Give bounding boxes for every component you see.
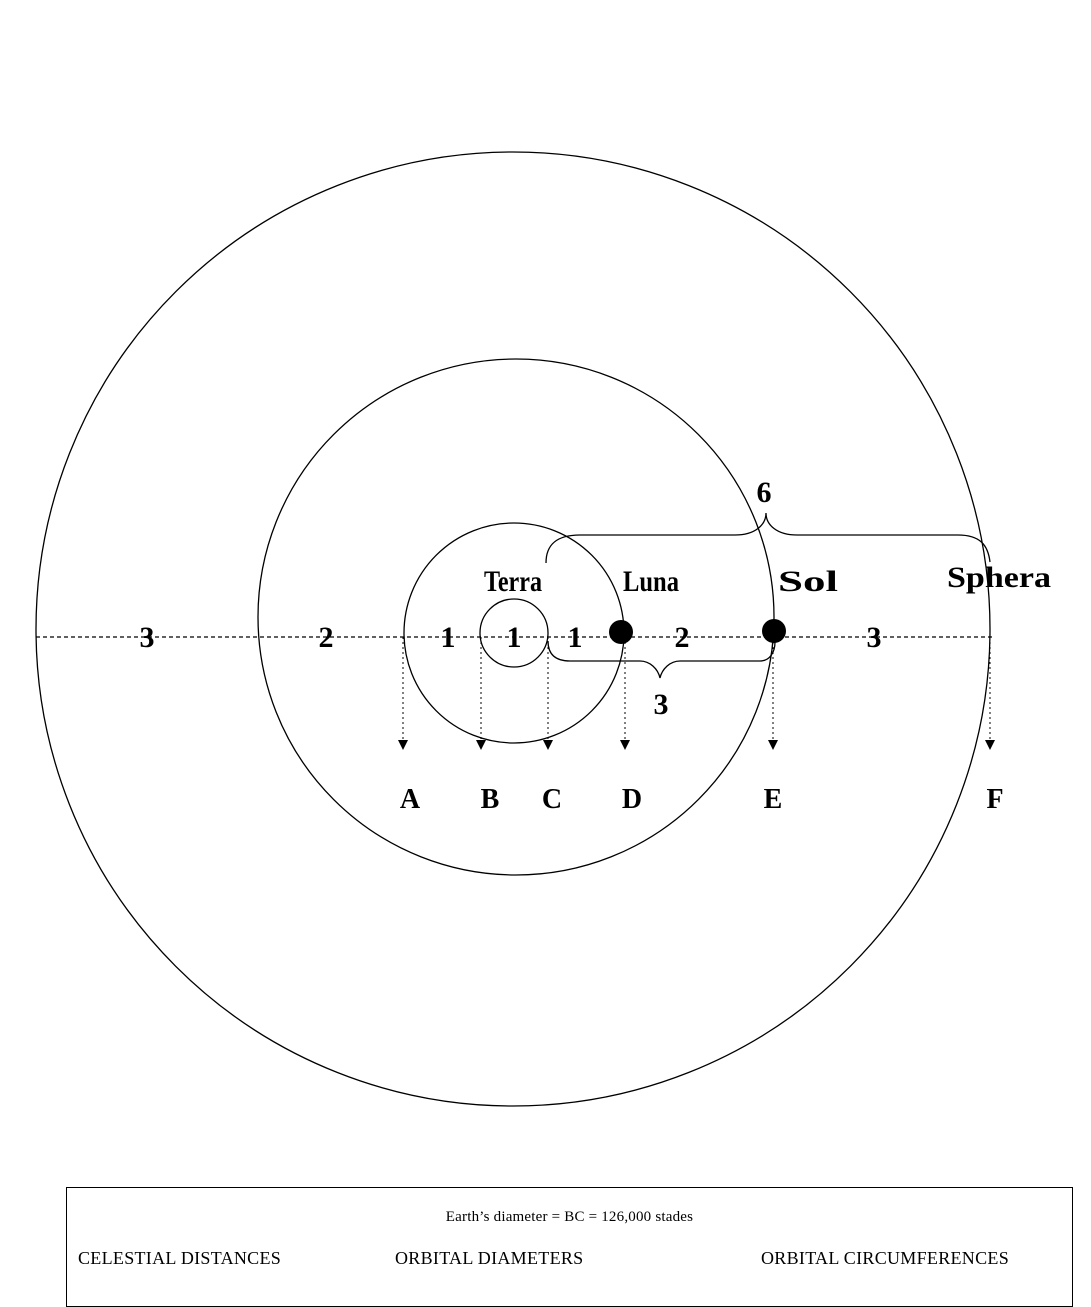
legend-column-orbital-circumferences: ORBITAL CIRCUMFERENCES xyxy=(761,1248,1010,1268)
segment-label-middle-right: 2 xyxy=(675,621,690,654)
sol-orbit-circle xyxy=(257,358,775,876)
terra-label: Terra xyxy=(484,565,542,598)
point-label-d: D xyxy=(622,784,642,815)
segment-label-outer-left: 3 xyxy=(140,621,155,654)
legend-column-celestial-distances: CELESTIAL DISTANCES xyxy=(78,1248,282,1268)
legend-column-orbital-diameters: ORBITAL DIAMETERS xyxy=(395,1248,584,1268)
segment-label-inner-left: 1 xyxy=(441,621,456,654)
upper-brace-label: 6 xyxy=(757,476,772,509)
sol-body xyxy=(762,619,786,643)
point-label-f: F xyxy=(986,784,1003,815)
cosmological-diagram: 3 2 1 1 1 2 3 Terra Luna Sol Sphera 6 3 … xyxy=(35,151,1051,1107)
drop-line-d xyxy=(620,637,630,750)
upper-brace xyxy=(545,512,991,564)
point-label-c: C xyxy=(542,784,562,815)
luna-label: Luna xyxy=(623,565,679,598)
sphera-orbit-circle xyxy=(35,151,991,1107)
point-label-e: E xyxy=(764,784,783,815)
drop-line-c xyxy=(543,637,553,750)
luna-body xyxy=(609,620,633,644)
legend-title: Earth’s diameter = BC = 126,000 stades xyxy=(445,1209,694,1225)
sol-label: Sol xyxy=(778,565,838,598)
point-label-a: A xyxy=(400,784,421,815)
legend-box: Earth’s diameter = BC = 126,000 stades C… xyxy=(66,1187,1073,1307)
drop-line-a xyxy=(398,637,408,750)
segment-label-middle-left: 2 xyxy=(319,621,334,654)
lower-brace-label: 3 xyxy=(654,688,669,721)
terra-circle xyxy=(479,598,549,668)
segment-label-outer-right: 3 xyxy=(867,621,882,654)
point-label-b: B xyxy=(481,784,500,815)
sphera-label: Sphera xyxy=(947,561,1051,594)
lower-brace xyxy=(547,640,776,679)
drop-line-e xyxy=(768,637,778,750)
segment-label-earth: 1 xyxy=(507,621,522,654)
segment-label-inner-right: 1 xyxy=(568,621,583,654)
drop-line-f xyxy=(985,637,995,750)
drop-line-b xyxy=(476,637,486,750)
